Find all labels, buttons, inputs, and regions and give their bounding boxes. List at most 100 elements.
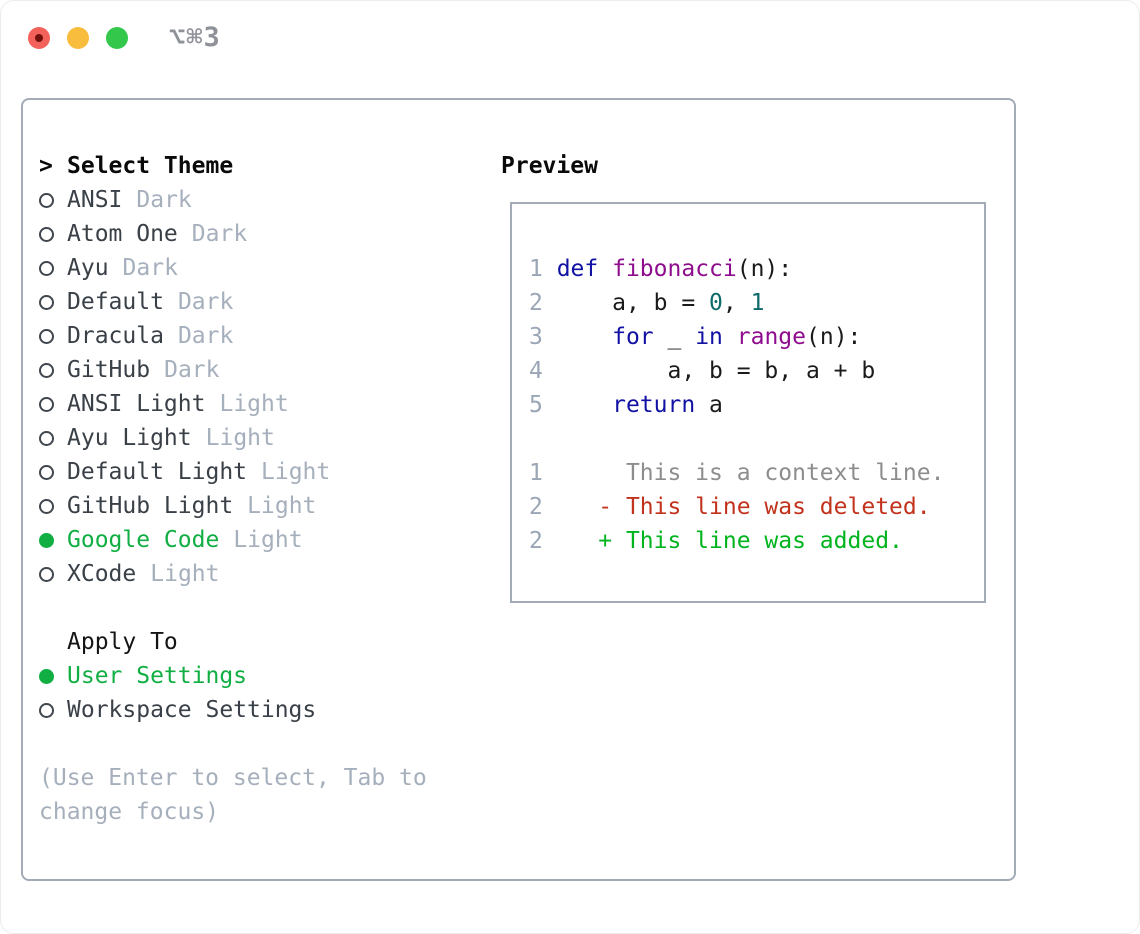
code-token-plain: ,: [722, 290, 751, 316]
theme-option-label: Atom One: [67, 221, 178, 247]
close-button[interactable]: [28, 27, 50, 49]
preview-title: Preview: [501, 153, 598, 179]
theme-option-xcode[interactable]: XCode Light: [39, 557, 459, 591]
select-theme-header: > Select Theme: [39, 149, 459, 183]
code-token-num: 1: [750, 290, 765, 316]
code-line: 1 def fibonacci(n):: [529, 252, 984, 286]
code-token-gutter: 1: [529, 460, 557, 486]
code-token-kw: def: [556, 256, 599, 282]
code-line: 1 This is a context line.: [529, 456, 984, 490]
code-token-gutter: 3: [529, 324, 557, 350]
theme-variant-label: Dark: [122, 255, 178, 281]
theme-option-label: Dracula: [67, 323, 164, 349]
code-token-fn: fibonacci: [612, 256, 737, 282]
code-token-kw: for: [612, 324, 654, 350]
theme-option-ayu[interactable]: Ayu Dark: [39, 251, 459, 285]
code-token-ctx: This is a context line.: [556, 460, 945, 486]
theme-option-label: ANSI Light: [67, 391, 206, 417]
code-token-plain: a: [695, 392, 723, 418]
theme-variant-label: Dark: [177, 289, 234, 315]
theme-option-label: Default Light: [67, 459, 248, 485]
keyboard-hint-text: (Use Enter to select, Tab to change focu…: [39, 765, 427, 825]
theme-option-label: XCode: [67, 561, 137, 587]
record-dot-icon: [35, 34, 43, 42]
theme-option-label: Default: [67, 289, 164, 315]
minimize-button[interactable]: [67, 27, 89, 49]
code-token-plain: [557, 392, 612, 418]
code-line: [529, 422, 984, 456]
theme-variant-label: Light: [261, 459, 331, 485]
code-token-gutter: 2: [529, 494, 557, 520]
select-theme-title: Select Theme: [67, 153, 234, 179]
code-line: 4 a, b = b, a + b: [529, 354, 984, 388]
theme-variant-label: Light: [247, 493, 317, 519]
radio-icon: [39, 566, 67, 582]
theme-option-github-light[interactable]: GitHub Light Light: [39, 489, 459, 523]
radio-selected-icon: [39, 532, 67, 548]
theme-option-default[interactable]: Default Dark: [39, 285, 459, 319]
code-token-gutter: 4: [529, 358, 557, 384]
code-token-plain: a, b =: [556, 290, 710, 316]
radio-icon: [39, 192, 67, 208]
radio-icon: [39, 430, 67, 446]
code-token-del: - This line was deleted.: [598, 494, 931, 520]
theme-option-default-light[interactable]: Default Light Light: [39, 455, 459, 489]
radio-icon: [39, 498, 67, 514]
titlebar: ⌥⌘3: [1, 1, 1139, 75]
theme-option-label: Ayu: [67, 255, 109, 281]
apply-option-label: User Settings: [67, 663, 248, 689]
code-token-plain: (n):: [736, 256, 793, 282]
theme-variant-label: Light: [150, 561, 220, 587]
code-token-gutter: 1: [529, 256, 557, 282]
radio-icon: [39, 362, 67, 378]
code-token-plain: [557, 494, 599, 520]
code-token-fn: range: [736, 324, 806, 350]
code-line: 2 + This line was added.: [529, 524, 984, 558]
window-shortcut-label: ⌥⌘3: [169, 22, 221, 53]
radio-icon: [39, 328, 67, 344]
apply-option-workspace-settings[interactable]: Workspace Settings: [39, 693, 459, 727]
theme-variant-label: Dark: [136, 187, 192, 213]
radio-icon: [39, 260, 67, 276]
code-token-plain: (n):: [806, 324, 862, 350]
radio-icon: [39, 226, 67, 242]
code-token-gutter: 2: [529, 290, 557, 316]
theme-option-ansi-light[interactable]: ANSI Light Light: [39, 387, 459, 421]
theme-option-label: Google Code: [67, 527, 220, 553]
theme-option-label: GitHub: [67, 357, 151, 383]
code-line: 3 for _ in range(n):: [529, 320, 984, 354]
theme-variant-label: Light: [219, 391, 289, 417]
theme-option-label: Ayu Light: [67, 425, 192, 451]
code-token-plain: _: [653, 324, 696, 350]
radio-icon: [39, 294, 67, 310]
apply-option-label: Workspace Settings: [67, 697, 317, 723]
code-line: 2 a, b = 0, 1: [529, 286, 984, 320]
code-token-add: + This line was added.: [598, 528, 903, 554]
code-token-num: 0: [709, 290, 723, 316]
apply-option-user-settings[interactable]: User Settings: [39, 659, 459, 693]
theme-option-atom-one[interactable]: Atom One Dark: [39, 217, 459, 251]
code-token-plain: [557, 528, 599, 554]
theme-variant-label: Light: [233, 527, 303, 553]
code-token-gutter: 2: [529, 528, 557, 554]
code-token-gutter: 5: [529, 392, 557, 418]
theme-variant-label: Dark: [191, 221, 248, 247]
zoom-button[interactable]: [106, 27, 128, 49]
theme-option-label: GitHub Light: [67, 493, 234, 519]
radio-selected-icon: [39, 668, 67, 684]
theme-option-google-code[interactable]: Google Code Light: [39, 523, 459, 557]
apply-to-title: Apply To: [67, 629, 178, 655]
radio-icon: [39, 464, 67, 480]
code-token-plain: [598, 256, 612, 282]
code-line: 5 return a: [529, 388, 984, 422]
code-token-kw: return: [612, 392, 696, 418]
code-token-plain: a, b = b, a + b: [556, 358, 876, 384]
